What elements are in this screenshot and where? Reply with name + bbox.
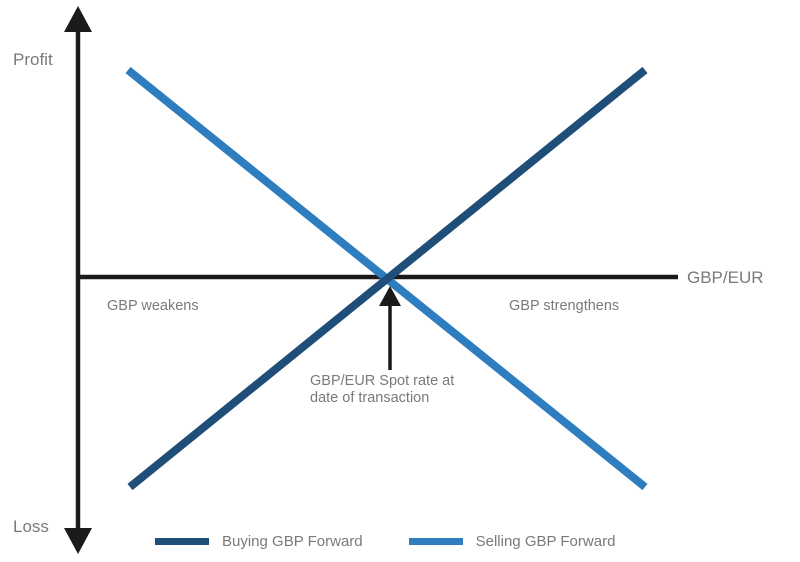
chart-legend: Buying GBP Forward Selling GBP Forward	[155, 533, 615, 550]
zone-label-gbp-weakens: GBP weakens	[107, 298, 199, 314]
spot-rate-callout-arrow-icon	[379, 286, 401, 370]
y-axis	[64, 6, 92, 554]
legend-label-buying-gbp-forward: Buying GBP Forward	[222, 533, 363, 550]
y-axis-down-arrow-icon	[64, 528, 92, 554]
spot-rate-annotation: GBP/EUR Spot rate at date of transaction	[310, 373, 540, 406]
spot-rate-annotation-line-2: date of transaction	[310, 389, 430, 406]
x-axis-label: GBP/EUR	[687, 268, 764, 287]
legend-item-selling-gbp-forward: Selling GBP Forward	[408, 533, 616, 550]
legend-label-selling-gbp-forward: Selling GBP Forward	[475, 533, 616, 550]
y-axis-loss-label: Loss	[13, 517, 49, 536]
zone-label-gbp-strengthens: GBP strengthens	[509, 298, 620, 314]
series-line-buying-gbp-forward	[127, 66, 648, 491]
y-axis-up-arrow-icon	[64, 6, 92, 32]
spot-rate-annotation-line-1: GBP/EUR Spot rate at	[310, 373, 455, 389]
legend-swatch-icon-selling	[408, 538, 463, 546]
legend-item-buying-gbp-forward: Buying GBP Forward	[155, 533, 363, 550]
y-axis-profit-label: Profit	[13, 50, 53, 69]
legend-swatch-icon-buying	[155, 538, 209, 546]
